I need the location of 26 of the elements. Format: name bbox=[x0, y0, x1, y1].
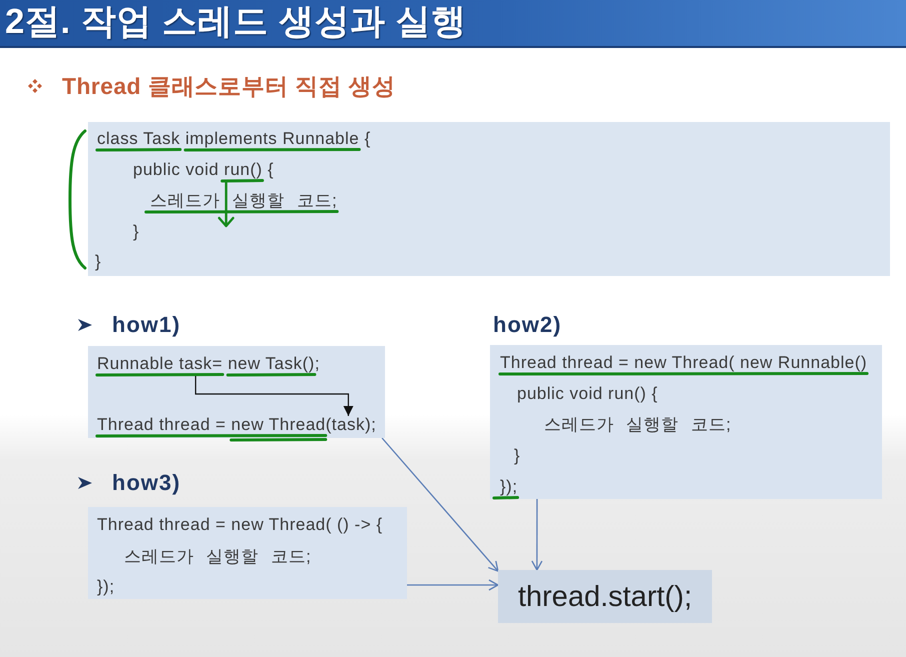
code-line: } bbox=[514, 446, 520, 466]
code-line: } bbox=[133, 222, 140, 242]
section-heading: Thread 클래스로부터 직접 생성 bbox=[62, 72, 396, 100]
code-line: Runnable task= new Task(); bbox=[97, 354, 320, 374]
code-line: Thread thread = new Thread( () -> { bbox=[97, 515, 383, 535]
code-line: public void run() { bbox=[133, 160, 274, 180]
slide-title: 2절. 작업 스레드 생성과 실행 bbox=[5, 2, 467, 42]
code-box bbox=[498, 570, 712, 623]
code-box bbox=[88, 122, 890, 276]
code-line: }); bbox=[97, 577, 115, 597]
step-heading: how1) bbox=[112, 312, 181, 338]
step-heading: how3) bbox=[112, 470, 181, 496]
arrow bbox=[531, 499, 543, 571]
code-line: class Task implements Runnable { bbox=[97, 129, 371, 149]
code-line: thread.start(); bbox=[518, 580, 692, 614]
code-line: Thread thread = new Thread( new Runnable() bbox=[500, 353, 868, 373]
code-line: }); bbox=[500, 477, 518, 497]
arrow bbox=[382, 438, 499, 572]
code-line: } bbox=[95, 252, 102, 272]
step-heading: how2) bbox=[493, 312, 562, 338]
arrow bbox=[407, 579, 499, 591]
code-line: 스레드가 실행할 코드; bbox=[124, 547, 312, 567]
code-line: 스레드가 실행할 코드; bbox=[544, 415, 732, 435]
code-line: public void run() { bbox=[517, 384, 658, 404]
code-line: 스레드가 실행할 코드; bbox=[150, 191, 338, 211]
code-line: Thread thread = new Thread(task); bbox=[97, 415, 376, 435]
